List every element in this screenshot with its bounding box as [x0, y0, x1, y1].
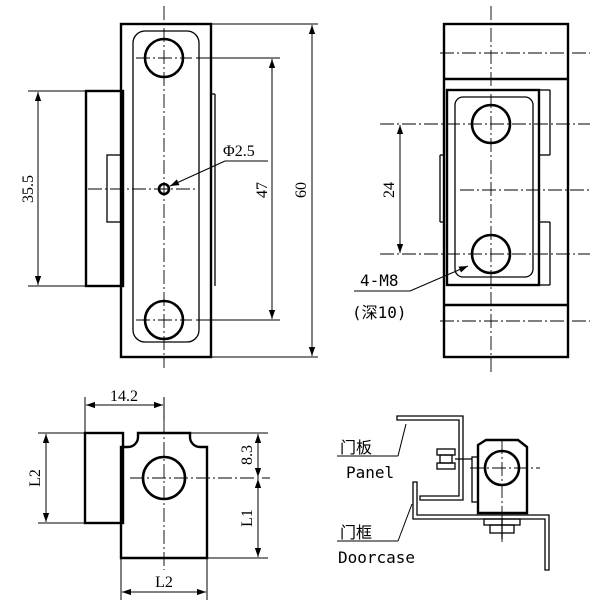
assembly-view: 门板 Panel 门框 Doorcase — [337, 415, 550, 571]
dim-60: 60 — [293, 182, 310, 198]
front-inner-outline — [132, 30, 200, 343]
dim-L1: L1 — [239, 509, 256, 527]
door-frame-bracket — [412, 481, 550, 571]
dim-L2-vertical: L2 — [27, 469, 44, 487]
dim-L2-horizontal: L2 — [155, 574, 173, 591]
dim-phi-2-5: Φ2.5 — [223, 143, 255, 160]
door-panel-bracket — [396, 415, 464, 501]
dim-14-2: 14.2 — [110, 388, 138, 405]
side-outer-body — [442, 22, 570, 359]
label-panel-en: Panel — [346, 463, 394, 482]
side-view-dimensions: 24 4-M8 (深10) — [352, 125, 469, 322]
side-block — [445, 88, 541, 287]
top-back-block — [83, 431, 125, 525]
assembly-hinge-block — [476, 438, 529, 515]
dim-47: 47 — [254, 182, 271, 198]
label-panel-cn: 门板 — [340, 438, 372, 457]
front-main-plate — [119, 22, 213, 359]
dim-8-3: 8.3 — [239, 445, 256, 465]
dim-24: 24 — [381, 182, 398, 198]
top-view — [83, 420, 270, 570]
front-back-block — [84, 89, 125, 288]
dim-35-5: 35.5 — [20, 175, 37, 203]
thread-callout: 4-M8 — [360, 271, 399, 290]
front-side-tab — [106, 154, 124, 223]
thread-depth: (深10) — [352, 303, 407, 322]
top-main-block — [119, 431, 209, 560]
label-doorcase-cn: 门框 — [340, 523, 372, 542]
side-view — [380, 6, 590, 372]
top-view-dimensions: 14.2 L2 8.3 L1 L2 — [27, 388, 268, 600]
side-inner-outline — [454, 96, 534, 278]
front-view-dimensions: 35.5 47 60 Φ2.5 — [20, 23, 318, 358]
front-view — [84, 6, 216, 368]
label-doorcase-en: Doorcase — [338, 548, 415, 567]
